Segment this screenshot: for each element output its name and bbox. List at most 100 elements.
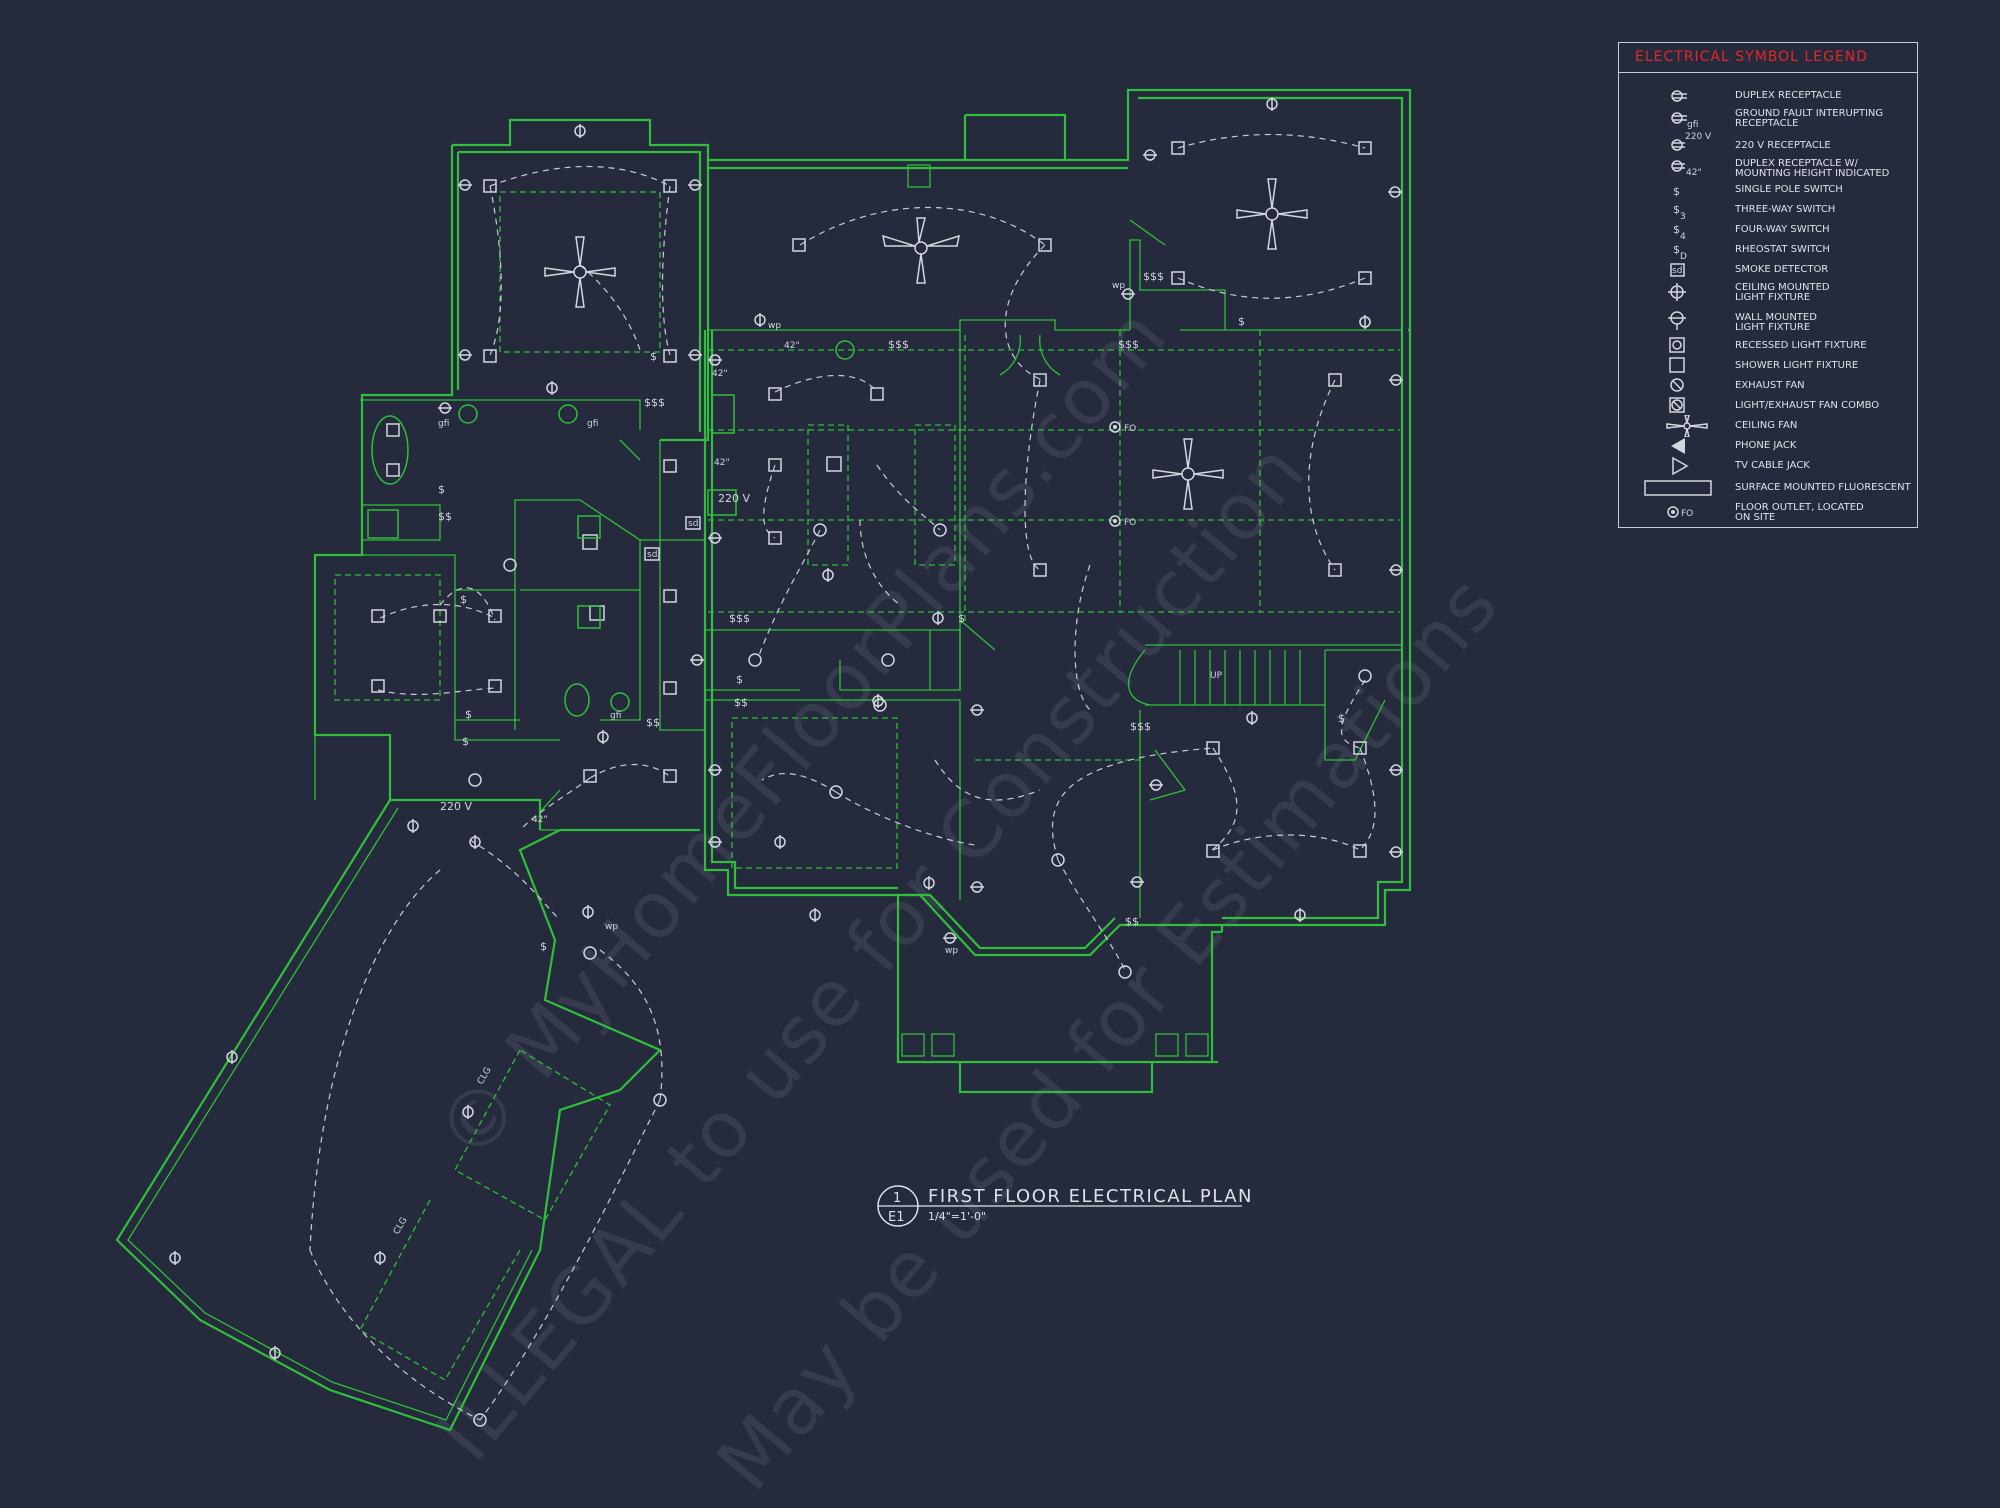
svg-text:$: $ [1673, 223, 1680, 236]
bubble-number: 1 [893, 1191, 901, 1206]
legend-label: SURFACE MOUNTED FLUORESCENT [1735, 482, 1911, 493]
light-exhaust-combo-icon [1669, 397, 1685, 413]
ceiling-light-icon [1668, 283, 1686, 301]
switch-group: $$ [734, 696, 748, 709]
drawing-scale: 1/4"=1'-0" [928, 1210, 987, 1223]
legend-label: FLOOR OUTLET, LOCATED ON SITE [1735, 502, 1864, 523]
legend-label: EXHAUST FAN [1735, 380, 1805, 391]
plan-label-wp: wp [605, 922, 618, 932]
interior-walls [315, 219, 1403, 918]
fixture-symbols: gfi gfi gfi wp wp wp wp 42" 42" 42" 42" … [169, 97, 1403, 1427]
gfi-receptacle-icon: gfi [1671, 112, 1698, 129]
shower-light-icon [1669, 357, 1685, 373]
switch: $ [465, 708, 472, 721]
legend-title: ELECTRICAL SYMBOL LEGEND [1619, 43, 1917, 73]
switch-group: $$ [1125, 915, 1139, 928]
switch-group: $$$ [1130, 720, 1151, 733]
legend-label: DUPLEX RECEPTACLE [1735, 90, 1842, 101]
legend-label: SHOWER LIGHT FIXTURE [1735, 360, 1859, 371]
plan-label-up: UP [1210, 671, 1223, 681]
switch: $ [736, 673, 743, 686]
plan-label-42: 42" [714, 458, 730, 468]
legend-label: CEILING FAN [1735, 420, 1798, 431]
plan-label-gfi: gfi [587, 419, 598, 429]
legend-label: SMOKE DETECTOR [1735, 264, 1829, 275]
section-bubble: 1 E1 [877, 1185, 1242, 1227]
floor-outlet-icon: FO [1667, 506, 1693, 519]
ceiling-lines [334, 191, 1400, 1381]
exterior-walls [115, 88, 1412, 1432]
electrical-symbol-legend: ELECTRICAL SYMBOL LEGEND DUPLEX RECEPTAC… [1618, 42, 1918, 528]
plan-label-gfi: gfi [610, 711, 621, 721]
switch: $ [540, 940, 547, 953]
plan-label-220v: 220 V [440, 800, 472, 813]
surface-fluorescent-icon [1644, 480, 1712, 496]
smoke-detector-icon: sd [1670, 263, 1685, 277]
switch-group: $$$ [1118, 338, 1139, 351]
rheostat-switch-icon: $D [1673, 243, 1687, 261]
220v-receptacle-icon: 220 V [1671, 132, 1712, 151]
ceiling-fan-icon [1666, 415, 1708, 437]
legend-label: GROUND FAULT INTERUPTING RECEPTACLE [1735, 108, 1884, 129]
four-way-switch-icon: $4 [1673, 223, 1686, 241]
drawing-title-block: 1 E1 FIRST FLOOR ELECTRICAL PLAN 1/4"=1'… [876, 1184, 1256, 1234]
plan-label-220v: 220 V [718, 492, 750, 505]
ceiling-fan-icon [882, 217, 960, 284]
switch: $ [1238, 315, 1245, 328]
svg-text:sd: sd [1672, 266, 1682, 276]
plan-label-42: 42" [784, 341, 800, 351]
switch-group: $$$ [888, 338, 909, 351]
switch-group: $$ [646, 716, 660, 729]
recessed-light-icon [1669, 337, 1685, 353]
plan-label-fo: FO [1124, 518, 1136, 528]
single-pole-switch-icon: $ [1673, 185, 1680, 198]
switch: $ [958, 612, 965, 625]
plan-label-wp: wp [945, 946, 958, 956]
legend-label: LIGHT/EXHAUST FAN COMBO [1735, 400, 1880, 411]
legend-label: TV CABLE JACK [1735, 460, 1810, 471]
receptacle-height-icon: 42" [1671, 160, 1702, 177]
switch-group: $$$ [1143, 270, 1164, 283]
legend-label: FOUR-WAY SWITCH [1735, 224, 1830, 235]
svg-text:3: 3 [1680, 212, 1686, 221]
svg-text:$: $ [1673, 185, 1680, 198]
switch-group: $$$ [729, 612, 750, 625]
svg-text:$: $ [1673, 203, 1680, 216]
switch-group: $$$ [644, 396, 665, 409]
plan-label-wp: wp [1112, 281, 1125, 291]
plan-label-wp: wp [768, 321, 781, 331]
svg-text:220 V: 220 V [1685, 132, 1712, 142]
svg-text:D: D [1680, 252, 1687, 261]
legend-label: PHONE JACK [1735, 440, 1797, 451]
plan-label-sd: sd [647, 550, 657, 560]
ceiling-fan-icon [544, 236, 616, 308]
tv-cable-jack-icon [1672, 456, 1689, 476]
switch-group: $$ [438, 510, 452, 523]
exhaust-fan-icon [1670, 378, 1684, 392]
switch: $ [1338, 712, 1345, 725]
plan-label-fo: FO [1124, 424, 1136, 434]
legend-label: THREE-WAY SWITCH [1735, 204, 1836, 215]
circuit-wiring [309, 133, 1376, 1421]
legend-label: SINGLE POLE SWITCH [1735, 184, 1843, 195]
wall-light-icon [1668, 311, 1686, 330]
legend-label: RHEOSTAT SWITCH [1735, 244, 1830, 255]
legend-label: DUPLEX RECEPTACLE W/ MOUNTING HEIGHT IND… [1735, 158, 1890, 179]
svg-text:42": 42" [1686, 168, 1702, 177]
plan-label-clg: CLG [476, 1066, 494, 1087]
bubble-sheet: E1 [888, 1210, 905, 1225]
legend-label: WALL MOUNTED LIGHT FIXTURE [1735, 312, 1817, 333]
plan-label-clg: CLG [392, 1216, 410, 1237]
switch: $ [438, 483, 445, 496]
legend-label: 220 V RECEPTACLE [1735, 140, 1831, 151]
svg-text:$: $ [1673, 243, 1680, 256]
switch: $ [650, 350, 657, 363]
phone-jack-icon [1671, 438, 1685, 454]
switch: $ [460, 593, 467, 606]
duplex-receptacle-icon [169, 97, 1403, 1360]
legend-label: RECESSED LIGHT FIXTURE [1735, 340, 1867, 351]
duplex-receptacle-icon [1671, 90, 1687, 102]
ceiling-light-icon [468, 523, 1372, 1427]
drawing-title: FIRST FLOOR ELECTRICAL PLAN [928, 1186, 1253, 1207]
ceiling-fan-icon [1152, 438, 1224, 510]
